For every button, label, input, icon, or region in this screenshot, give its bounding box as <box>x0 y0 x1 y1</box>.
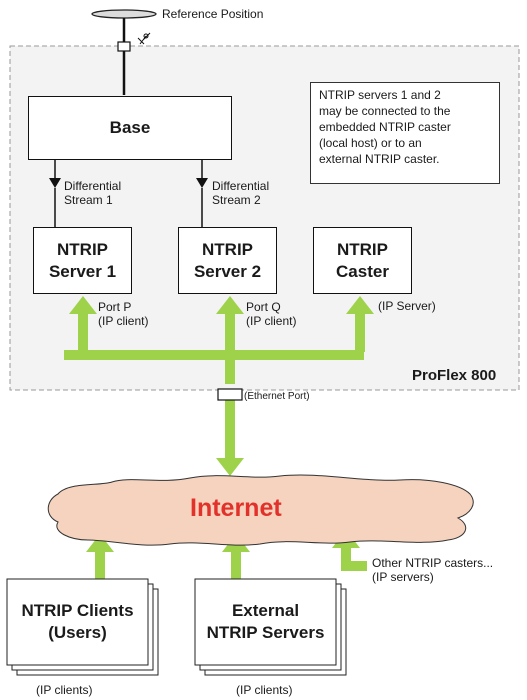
note-line-2: may be connected to the <box>319 104 451 118</box>
diff-stream-1-label: Differential Stream 1 <box>64 179 121 207</box>
ip-clients-caption-2: (IP clients) <box>236 683 293 697</box>
ntrip-server-1-line2: Server 1 <box>48 261 117 281</box>
note-line-3: embedded NTRIP caster <box>319 120 451 134</box>
satellite-icon <box>137 32 151 45</box>
ntrip-server-2-line1: NTRIP <box>202 239 253 259</box>
proflex-label: ProFlex 800 <box>412 367 497 384</box>
ethernet-port <box>217 388 243 401</box>
internet-cloud <box>47 474 474 546</box>
diff-stream-2-line1: Differential <box>212 179 270 193</box>
external-servers-box: External NTRIP Servers <box>195 579 336 665</box>
port-p-line1: Port P <box>98 300 132 314</box>
other-casters-line2: (IP servers) <box>372 570 434 584</box>
port-q-line1: Port Q <box>246 300 281 314</box>
note-line-5: external NTRIP caster. <box>319 152 440 166</box>
port-p-label: Port P (IP client) <box>98 300 148 328</box>
external-servers-line1: External <box>231 601 300 620</box>
port-p-line2: (IP client) <box>98 314 149 328</box>
diff-stream-2-label: Differential Stream 2 <box>212 179 269 207</box>
ip-server-label: (IP Server) <box>378 299 436 313</box>
ntrip-clients-line1: NTRIP Clients <box>21 601 134 620</box>
ntrip-server-2-box: NTRIP Server 2 <box>178 227 277 294</box>
base-box: Base <box>28 96 232 160</box>
external-servers-line2: NTRIP Servers <box>206 623 325 642</box>
note-line-1: NTRIP servers 1 and 2 <box>319 88 441 102</box>
ip-clients-caption-1: (IP clients) <box>36 683 93 697</box>
internet-label: Internet <box>190 494 282 522</box>
ntrip-server-1-box: NTRIP Server 1 <box>33 227 132 294</box>
diff-stream-1-line2: Stream 1 <box>64 193 113 207</box>
note-box: NTRIP servers 1 and 2 may be connected t… <box>310 82 500 184</box>
ntrip-server-2-line2: Server 2 <box>193 261 262 281</box>
reference-position-label: Reference Position <box>162 7 264 21</box>
note-line-4: (local host) or to an <box>319 136 422 150</box>
ethernet-port-label: (Ethernet Port) <box>244 391 310 402</box>
other-casters-label: Other NTRIP casters... (IP servers) <box>372 556 493 584</box>
port-q-label: Port Q (IP client) <box>246 300 296 328</box>
diff-stream-2-line2: Stream 2 <box>212 193 261 207</box>
ntrip-caster-line1: NTRIP <box>336 239 388 259</box>
external-servers-stack <box>194 578 347 676</box>
diff-stream-1-line1: Differential <box>64 179 122 193</box>
ntrip-clients-stack <box>6 578 159 676</box>
ntrip-caster-box: NTRIP Caster <box>313 227 412 294</box>
ntrip-caster-line2: Caster <box>336 261 389 281</box>
base-label: Base <box>109 118 151 137</box>
ntrip-clients-line2: (Users) <box>48 623 107 642</box>
ntrip-server-1-line1: NTRIP <box>57 239 108 259</box>
ntrip-clients-box: NTRIP Clients (Users) <box>7 579 148 665</box>
other-casters-line1: Other NTRIP casters... <box>372 556 494 570</box>
port-q-line2: (IP client) <box>246 314 297 328</box>
antenna-icon <box>91 9 157 95</box>
